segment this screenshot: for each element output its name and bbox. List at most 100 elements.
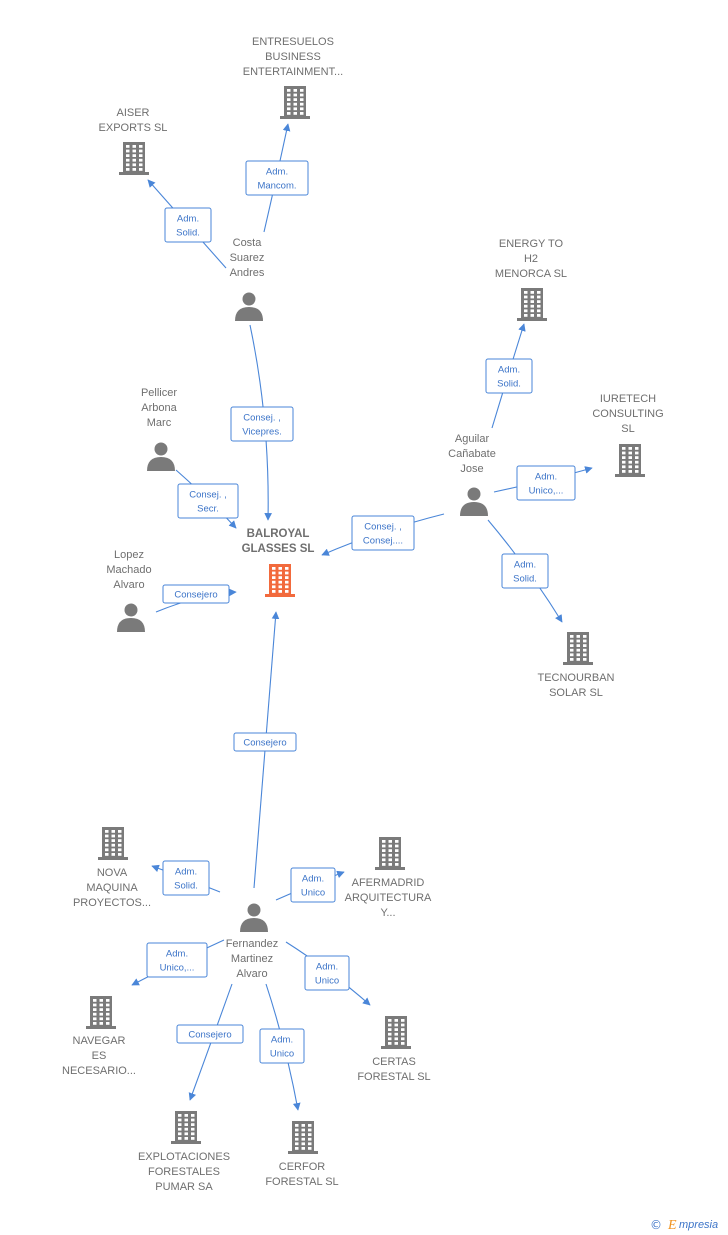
person-label-line: Aguilar: [455, 433, 490, 445]
relation-label-aguilar-balroyal[interactable]: Consej. , Consej....: [351, 515, 415, 551]
building-icon: [265, 564, 295, 597]
relation-text: Consej....: [363, 536, 403, 547]
relation-label-pellicer-balroyal[interactable]: Consej. , Secr.: [177, 483, 239, 519]
relation-label-fernandez-balroyal[interactable]: Consejero: [233, 732, 297, 752]
person-label-line: Marc: [147, 417, 172, 429]
relation-text: Consejero: [174, 590, 217, 601]
relation-text: Adm.: [177, 214, 199, 225]
company-node-entresuelos[interactable]: ENTRESUELOSBUSINESSENTERTAINMENT...: [243, 36, 343, 119]
company-node-navegar[interactable]: NAVEGARESNECESARIO...: [62, 996, 136, 1077]
person-label-line: Lopez: [114, 549, 144, 561]
relation-text: Adm.: [514, 560, 536, 571]
building-icon: [381, 1016, 411, 1049]
relation-label-fernandez-cerfor[interactable]: Adm.Unico: [259, 1028, 305, 1064]
relation-text: Consejero: [188, 1030, 231, 1041]
relation-text: Secr.: [197, 504, 219, 515]
relation-text: Consej. ,: [243, 413, 281, 424]
relation-label-fernandez-navegar[interactable]: Adm.Unico,...: [146, 942, 208, 978]
relation-text: Adm.: [316, 962, 338, 973]
person-label-line: Pellicer: [141, 387, 177, 399]
brand-name: mpresia: [679, 1219, 718, 1231]
company-label-line: CERTAS: [372, 1056, 416, 1068]
person-label-line: Fernandez: [226, 938, 279, 950]
company-label-line: MAQUINA: [86, 882, 138, 894]
company-label-line: SOLAR SL: [549, 687, 603, 699]
relation-text: Solid.: [176, 228, 200, 239]
relation-label-costa-aiser[interactable]: Adm. Solid.: [164, 207, 212, 243]
relation-label-fernandez-explotaciones[interactable]: Consejero: [176, 1024, 244, 1044]
company-label-line: PUMAR SA: [155, 1181, 213, 1193]
relation-text: Unico: [270, 1049, 294, 1060]
relation-label-fernandez-afermadrid[interactable]: Adm.Unico: [290, 867, 336, 903]
relation-text: Adm.: [498, 365, 520, 376]
company-label-line: FORESTALES: [148, 1166, 220, 1178]
relation-label-aguilar-tecnourban[interactable]: Adm. Solid.: [501, 553, 549, 589]
relation-label-costa-balroyal[interactable]: Consej. , Vicepres.: [230, 406, 294, 442]
building-icon: [563, 632, 593, 665]
relation-text: Solid.: [174, 881, 198, 892]
relation-text: Consej. ,: [189, 490, 227, 501]
company-label-line: IURETECH: [600, 393, 656, 405]
person-label-line: Cañabate: [448, 448, 496, 460]
relation-label-aguilar-iuretech[interactable]: Adm. Unico,...: [516, 465, 576, 501]
company-label-line: ENTERTAINMENT...: [243, 66, 343, 78]
building-icon: [119, 142, 149, 175]
relation-text: Solid.: [513, 574, 537, 585]
person-label-line: Machado: [106, 564, 151, 576]
relation-text: Solid.: [497, 379, 521, 390]
building-icon: [288, 1121, 318, 1154]
relation-text: Vicepres.: [242, 427, 281, 438]
person-icon: [240, 903, 268, 932]
company-label-line: CONSULTING: [592, 408, 663, 420]
relation-text: Mancom.: [257, 181, 296, 192]
brand-initial: E: [667, 1218, 677, 1233]
copyright-symbol: ©: [650, 1218, 662, 1232]
company-label-line: H2: [524, 253, 538, 265]
relation-text: Unico,...: [160, 963, 195, 974]
company-node-tecnourban[interactable]: TECNOURBAN SOLAR SL: [537, 632, 615, 699]
company-node-iuretech[interactable]: IURETECH CONSULTING SL: [592, 393, 664, 477]
relation-label-fernandez-nova[interactable]: Adm.Solid.: [162, 860, 210, 896]
building-icon: [517, 288, 547, 321]
relation-text: Unico,...: [529, 486, 564, 497]
relation-label-fernandez-certas[interactable]: Adm.Unico: [304, 955, 350, 991]
relation-label-aguilar-energy[interactable]: Adm. Solid.: [485, 358, 533, 394]
person-label-line: Alvaro: [113, 579, 144, 591]
relation-text: Consejero: [243, 738, 286, 749]
relation-label-costa-entresuelos[interactable]: Adm.Mancom.: [245, 160, 309, 196]
company-label-line: EXPORTS SL: [99, 122, 168, 134]
company-label-line: ES: [92, 1050, 107, 1062]
company-label-line: MENORCA SL: [495, 268, 567, 280]
person-label-line: Jose: [460, 463, 483, 475]
relation-text: Unico: [301, 888, 325, 899]
company-label-line: NOVA: [97, 867, 128, 879]
person-icon: [235, 292, 263, 321]
person-label-line: Arbona: [141, 402, 177, 414]
building-icon: [86, 996, 116, 1029]
building-icon: [615, 444, 645, 477]
company-label-line: SL: [621, 423, 634, 435]
company-label-line: TECNOURBAN: [537, 672, 614, 684]
company-label-line: Y...: [380, 907, 395, 919]
person-icon: [117, 603, 145, 632]
relation-label-lopez-balroyal[interactable]: Consejero: [162, 584, 230, 604]
relation-text: Adm.: [535, 472, 557, 483]
company-node-afermadrid[interactable]: AFERMADRIDARQUITECTURAY...: [345, 837, 432, 919]
company-label-line: BALROYAL: [247, 528, 310, 540]
company-node-nova[interactable]: NOVAMAQUINAPROYECTOS...: [73, 827, 151, 909]
company-label-line: ENTRESUELOS: [252, 36, 334, 48]
relation-text: Consej. ,: [364, 522, 402, 533]
